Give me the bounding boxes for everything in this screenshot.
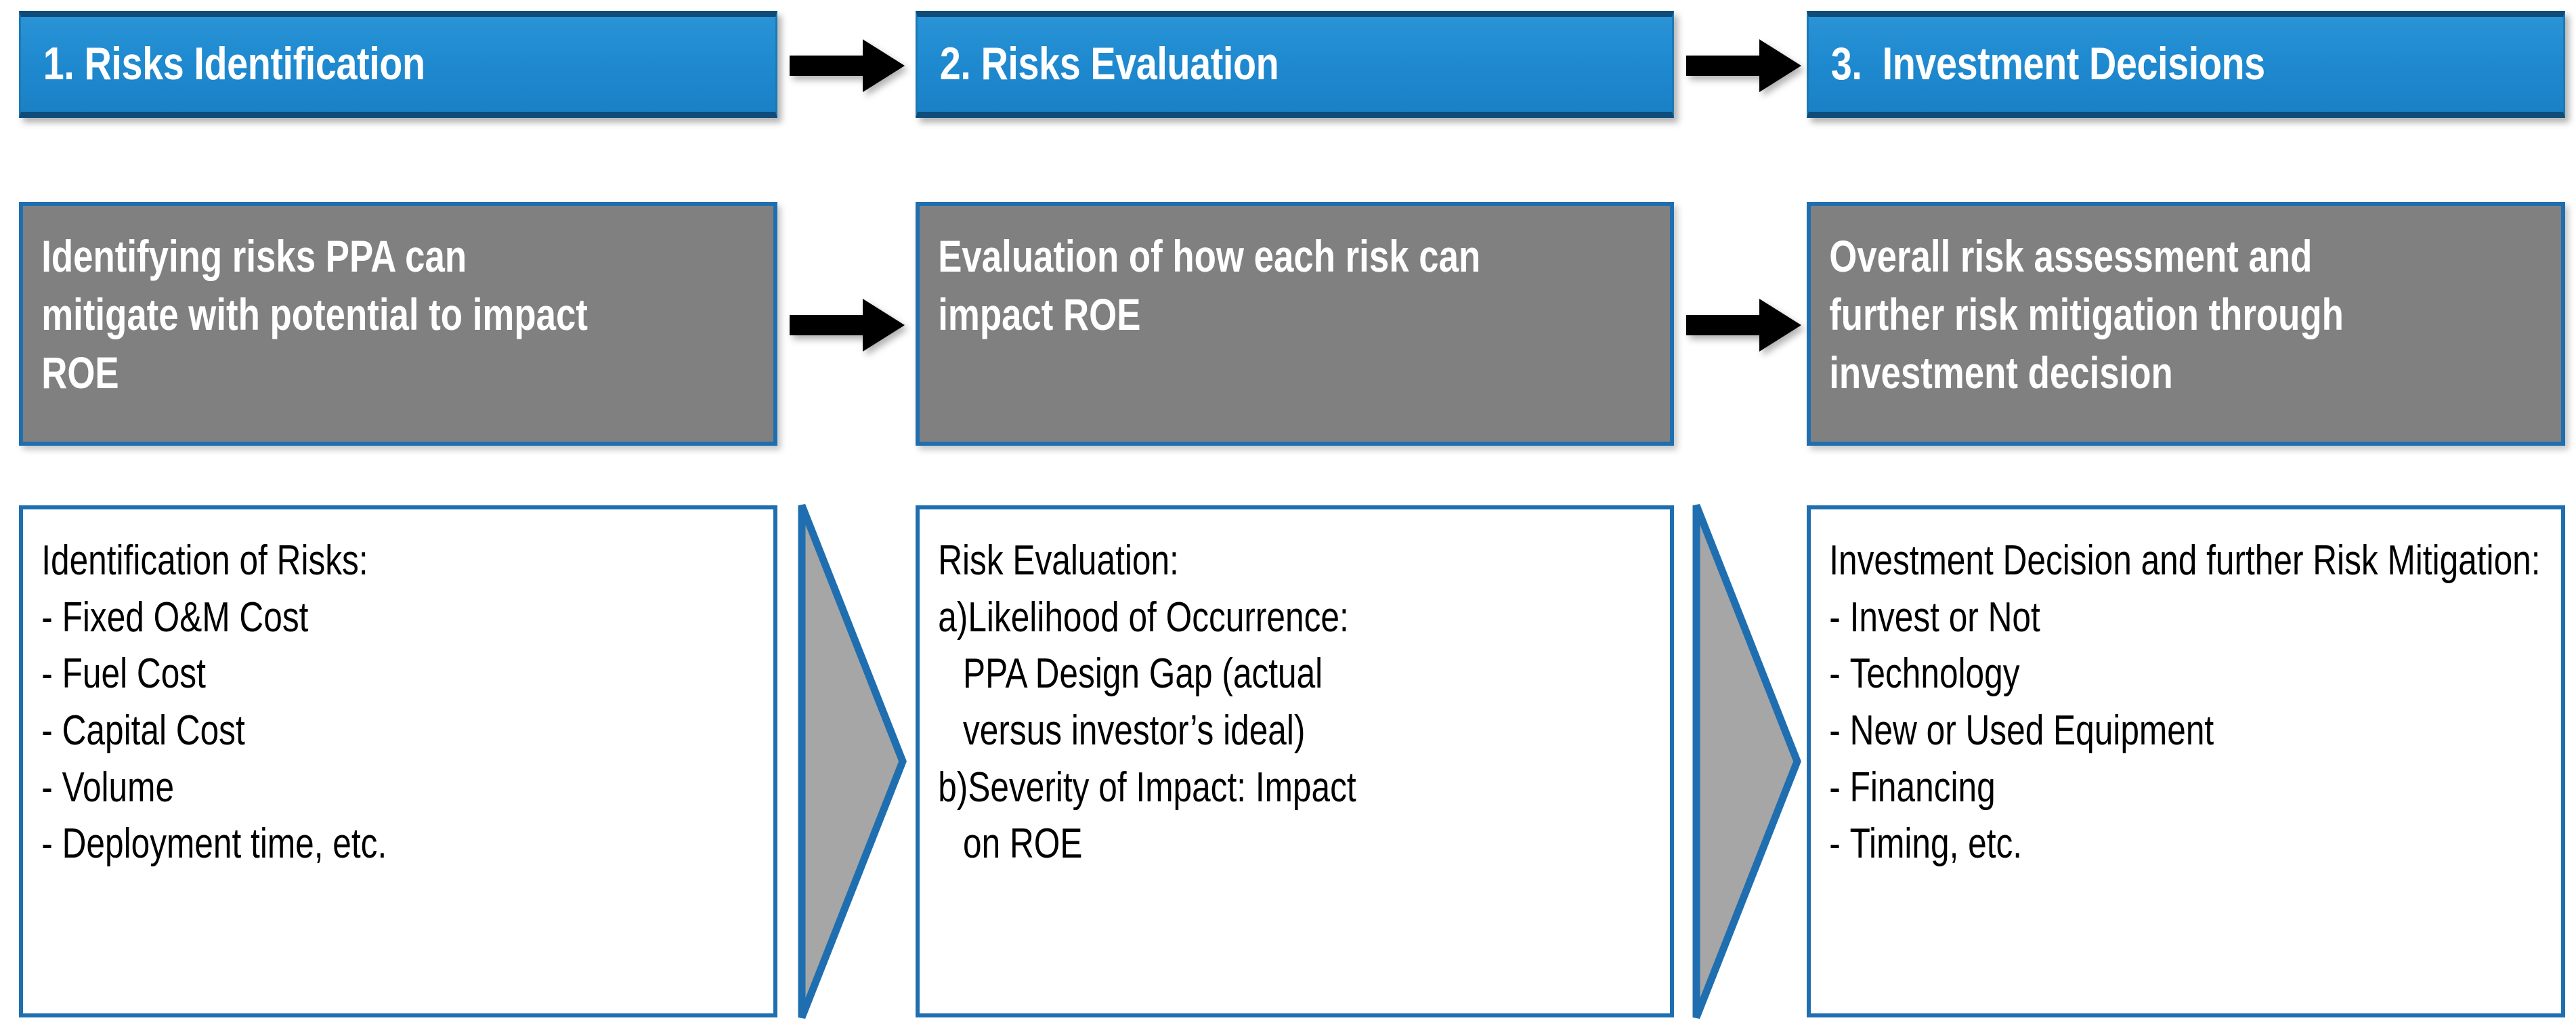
list-item-continuation: on ROE <box>938 816 1670 872</box>
list-item: - Volume <box>41 759 773 816</box>
list-marker: a) <box>938 593 968 641</box>
list-marker: - <box>1829 763 1841 811</box>
continuation-indent <box>938 646 963 759</box>
list-marker: - <box>41 650 53 698</box>
list-item: a) Likelihood of Occurrence: <box>938 589 1670 646</box>
summary-box-2: Evaluation of how each risk can impact R… <box>916 202 1674 446</box>
detail-box-2: Risk Evaluation: a) Likelihood of Occurr… <box>916 505 1674 1017</box>
detail-box-3: Investment Decision and further Risk Mit… <box>1807 505 2565 1017</box>
list-item: - Timing, etc. <box>1829 816 2561 872</box>
list-item-continuation-label: PPA Design Gap (actual versus investor’s… <box>963 650 1323 755</box>
list-marker: - <box>1829 650 1841 698</box>
detail-box-2-content: Risk Evaluation: a) Likelihood of Occurr… <box>920 509 1670 872</box>
list-item-label: Severity of Impact: Impact <box>968 763 1356 811</box>
list-marker: - <box>1829 707 1841 755</box>
summary-box-1: Identifying risks PPA can mitigate with … <box>19 202 777 446</box>
list-marker: - <box>41 707 53 755</box>
list-item: - Technology <box>1829 646 2561 702</box>
list-item-label: Likelihood of Occurrence: <box>968 593 1349 641</box>
list-item: - Capital Cost <box>41 702 773 759</box>
chevron-detail-1-2-icon <box>796 501 907 1022</box>
header-box-2-label: 2. Risks Evaluation <box>939 38 1279 90</box>
summary-box-3-text: Overall risk assessment and further risk… <box>1829 231 2344 398</box>
summary-box-3: Overall risk assessment and further risk… <box>1807 202 2565 446</box>
list-marker: - <box>41 820 53 868</box>
list-marker: b) <box>938 763 968 811</box>
header-box-3-label: 3. Investment Decisions <box>1830 38 2265 90</box>
list-item-label: New or Used Equipment <box>1849 707 2214 755</box>
list-item-label: Timing, etc. <box>1849 820 2023 868</box>
header-box-1-label: 1. Risks Identification <box>43 38 425 90</box>
list-marker: - <box>1829 593 1841 641</box>
header-box-1: 1. Risks Identification <box>19 11 777 118</box>
summary-box-2-text: Evaluation of how each risk can impact R… <box>938 231 1481 339</box>
list-item-label: Capital Cost <box>62 707 245 755</box>
chevron-detail-2-3-icon <box>1690 501 1802 1022</box>
list-item-label: Fuel Cost <box>62 650 206 698</box>
list-marker: - <box>41 763 53 811</box>
detail-box-1: Identification of Risks: - Fixed O&M Cos… <box>19 505 777 1017</box>
list-item: b) Severity of Impact: Impact <box>938 759 1670 816</box>
list-marker: - <box>41 593 53 641</box>
list-item-continuation: PPA Design Gap (actual versus investor’s… <box>938 646 1670 759</box>
continuation-indent <box>938 816 963 872</box>
list-item: - Invest or Not <box>1829 589 2561 646</box>
arrow-header-2-3-icon <box>1686 35 1801 96</box>
arrow-header-1-2-icon <box>790 35 905 96</box>
list-item-label: Volume <box>62 763 175 811</box>
list-item-label: Technology <box>1849 650 2020 698</box>
list-marker: - <box>1829 820 1841 868</box>
list-item: - Financing <box>1829 759 2561 816</box>
arrow-summary-2-3-icon <box>1686 295 1801 356</box>
list-item: - Fixed O&M Cost <box>41 589 773 646</box>
list-item-label: Fixed O&M Cost <box>62 593 309 641</box>
list-item-continuation-label: on ROE <box>963 820 1083 868</box>
list-item-label: Invest or Not <box>1849 593 2040 641</box>
arrow-summary-1-2-icon <box>790 295 905 356</box>
list-item: - New or Used Equipment <box>1829 702 2561 759</box>
detail-box-1-content: Identification of Risks: - Fixed O&M Cos… <box>23 509 773 872</box>
list-item: - Deployment time, etc. <box>41 816 773 872</box>
summary-box-1-text: Identifying risks PPA can mitigate with … <box>41 231 588 398</box>
list-item-label: Deployment time, etc. <box>62 820 387 868</box>
header-box-2: 2. Risks Evaluation <box>916 11 1674 118</box>
header-box-3: 3. Investment Decisions <box>1807 11 2565 118</box>
detail-box-3-content: Investment Decision and further Risk Mit… <box>1811 509 2561 872</box>
detail-box-3-title: Investment Decision and further Risk Mit… <box>1829 537 2541 584</box>
detail-box-1-title: Identification of Risks: <box>41 537 368 584</box>
list-item-label: Financing <box>1849 763 1996 811</box>
list-item: - Fuel Cost <box>41 646 773 702</box>
detail-box-2-title: Risk Evaluation: <box>938 537 1179 584</box>
